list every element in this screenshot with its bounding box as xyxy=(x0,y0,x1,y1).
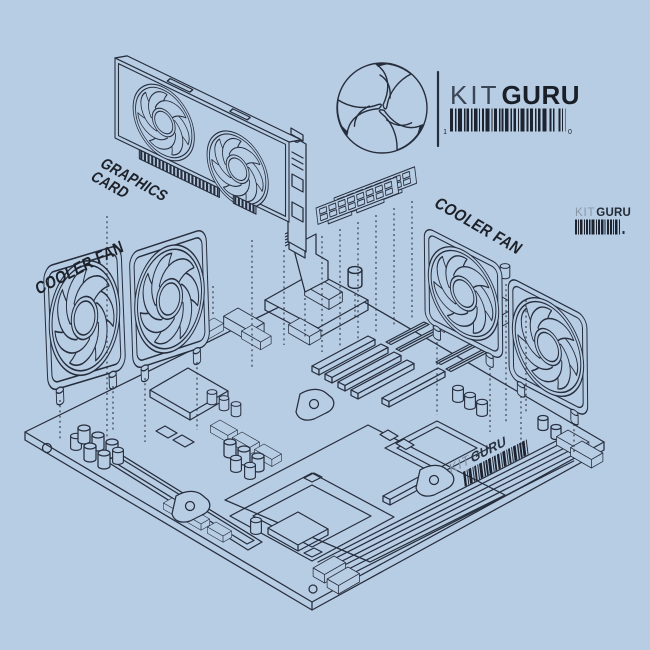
barcode-digit-right: 0 xyxy=(568,129,572,136)
gpu-bracket xyxy=(287,127,307,259)
logo-guru-text: GURU xyxy=(501,80,580,110)
small-logo-dot xyxy=(622,231,625,234)
barcode-digit-left: 1 xyxy=(443,129,447,136)
logo-kit-text: KIT xyxy=(450,80,499,110)
kitguru-wordmark: KITGURU xyxy=(450,80,580,110)
kitguru-wordmark-small: KITGURU xyxy=(575,207,631,219)
small-logo-guru-text: GURU xyxy=(596,207,631,219)
small-logo-kit-text: KIT xyxy=(575,207,595,219)
